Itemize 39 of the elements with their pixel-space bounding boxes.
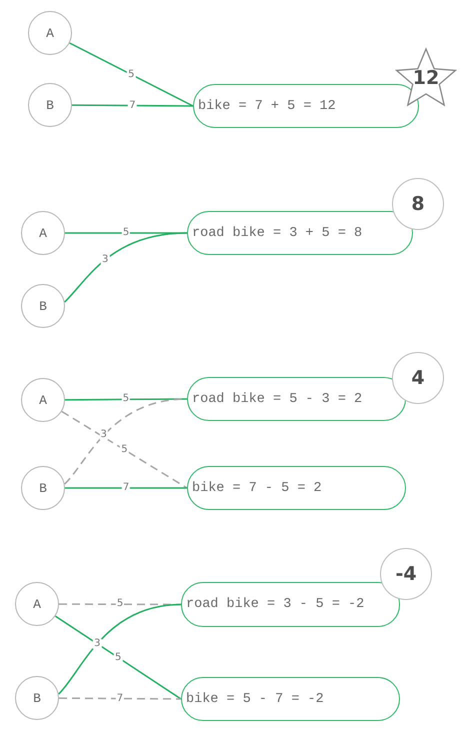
circle-node: B: [21, 284, 65, 328]
score-badge: 4: [392, 352, 444, 404]
equation-box: road bike = 5 - 3 = 2: [187, 377, 406, 421]
edge-label: 3: [100, 254, 110, 265]
equation-box: bike = 7 + 5 = 12: [193, 84, 419, 128]
edge-label: 3: [99, 430, 108, 440]
connector-line: [61, 410, 188, 489]
connector-line: [59, 697, 181, 700]
edge-label: 5: [122, 228, 130, 238]
equation-box: road bike = 3 + 5 = 8: [187, 211, 413, 255]
edge-label: 3: [93, 638, 102, 649]
connector-line: [59, 603, 181, 606]
connector-line: [54, 615, 182, 700]
score-badge: 8: [392, 178, 444, 230]
circle-node: A: [21, 378, 65, 422]
edge-label: 7: [122, 483, 130, 493]
edge-label: 7: [128, 100, 137, 111]
score-badge: -4: [380, 548, 432, 600]
equation-box: road bike = 3 - 5 = -2: [181, 582, 400, 627]
equation-box: bike = 5 - 7 = -2: [181, 677, 400, 721]
connector-line: [72, 104, 193, 107]
edge-label: 5: [114, 652, 122, 663]
connector-line: [58, 604, 182, 695]
circle-node: B: [28, 83, 72, 127]
edge-label: 5: [127, 70, 136, 80]
circle-node: A: [15, 582, 59, 626]
circle-node: A: [21, 211, 65, 255]
edge-label: 5: [116, 599, 124, 610]
edge-label: 7: [116, 694, 124, 704]
connector-line: [64, 232, 188, 303]
equation-box: bike = 7 - 5 = 2: [187, 466, 406, 510]
connector-line: [65, 487, 187, 489]
edge-label: 5: [122, 394, 130, 404]
connector-line: [65, 398, 187, 401]
connector-line: [69, 42, 194, 107]
circle-node: B: [21, 466, 65, 510]
circle-node: B: [15, 676, 59, 720]
edge-label: 5: [120, 444, 129, 455]
circle-node: A: [28, 11, 72, 55]
